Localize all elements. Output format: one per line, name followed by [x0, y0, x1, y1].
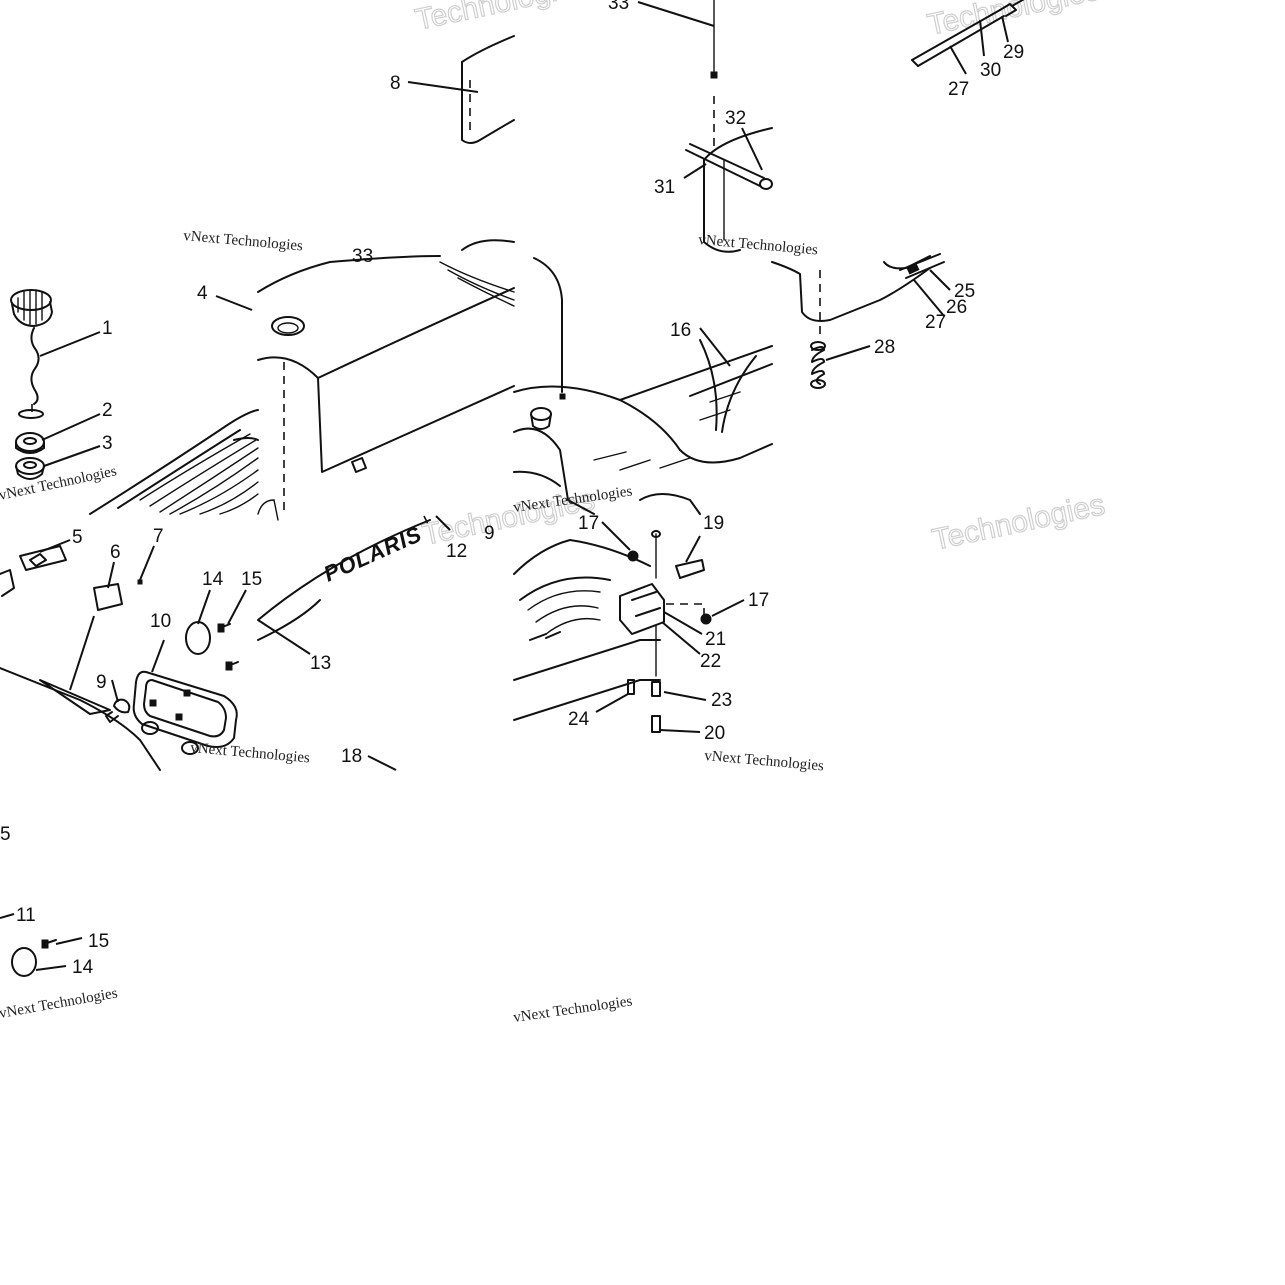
callout-15: 15 [88, 931, 109, 952]
callout-17: 17 [748, 590, 769, 611]
tail-light-part [0, 667, 238, 771]
callout-23: 23 [711, 690, 732, 711]
hood-body-part [89, 409, 259, 515]
tank-strap-part [685, 0, 773, 253]
callout-28: 28 [874, 337, 895, 358]
callout-14: 14 [202, 569, 224, 590]
decal-part [0, 545, 143, 611]
callout-26: 26 [946, 297, 967, 318]
callout-19: 19 [703, 513, 724, 534]
hood-top-part [513, 257, 773, 515]
callout-13: 13 [310, 653, 331, 674]
callout-5: 5 [72, 527, 83, 548]
latch-assembly-part [513, 530, 712, 733]
callout-11: 11 [16, 905, 36, 926]
hood-side-part: POLARIS [257, 519, 431, 641]
polaris-logo: POLARIS [320, 521, 426, 586]
screw-part [41, 623, 239, 949]
watermark-small: vNext Technologies [183, 228, 304, 254]
callout-labels: 33 8 32 31 27 30 29 33 4 1 2 3 5 6 7 14 … [0, 0, 1024, 978]
callout-6: 6 [110, 542, 121, 563]
callout-27: 27 [925, 312, 946, 333]
watermark-small: vNext Technologies [190, 740, 311, 766]
callout-8: 8 [390, 73, 401, 94]
seat-part [257, 239, 515, 529]
callout-1: 1 [102, 318, 113, 339]
callout-31: 31 [654, 177, 675, 198]
callout-21: 21 [705, 629, 726, 650]
callout-9: 9 [484, 523, 495, 544]
callout-15: 15 [241, 569, 262, 590]
callout-14: 14 [72, 957, 94, 978]
callout-4: 4 [197, 283, 208, 304]
watermark-large: Technologies [413, 0, 591, 37]
seat-cover-part [461, 35, 515, 144]
callout-7: 7 [153, 526, 164, 547]
callout-30: 30 [980, 60, 1001, 81]
watermark-small: vNext Technologies [512, 993, 633, 1026]
lens-part [11, 621, 211, 977]
fuel-cap-part [10, 289, 53, 419]
callout-33: 33 [352, 246, 373, 267]
callout-27: 27 [948, 79, 969, 100]
callout-17: 17 [578, 513, 599, 534]
callout-18: 18 [341, 746, 362, 767]
callout-5: 5 [0, 824, 11, 845]
small-watermark-layer: vNext Technologies vNext Technologies vN… [0, 228, 825, 1026]
leader-lines [0, 1, 1009, 971]
gasket-part [15, 432, 45, 454]
callout-22: 22 [700, 651, 721, 672]
watermark-small: vNext Technologies [704, 748, 825, 774]
callout-24: 24 [568, 709, 590, 730]
fuel-tank-part [771, 253, 945, 389]
watermark-large: Technologies [930, 488, 1108, 557]
watermark-small: vNext Technologies [698, 232, 819, 258]
callout-20: 20 [704, 723, 725, 744]
callout-25: 25 [954, 281, 975, 302]
watermark-layer: Technologies Technologies Technologies T… [412, 0, 1108, 557]
callout-10: 10 [150, 611, 171, 632]
callout-29: 29 [1003, 42, 1024, 63]
watermark-small: vNext Technologies [0, 985, 119, 1022]
fuel-line-part [911, 0, 1025, 67]
callout-9: 9 [96, 672, 107, 693]
callout-12: 12 [446, 541, 467, 562]
callout-2: 2 [102, 400, 113, 421]
callout-33: 33 [608, 0, 629, 14]
callout-16: 16 [670, 320, 691, 341]
grommet-part [15, 457, 45, 480]
callout-32: 32 [725, 108, 746, 129]
callout-3: 3 [102, 433, 113, 454]
